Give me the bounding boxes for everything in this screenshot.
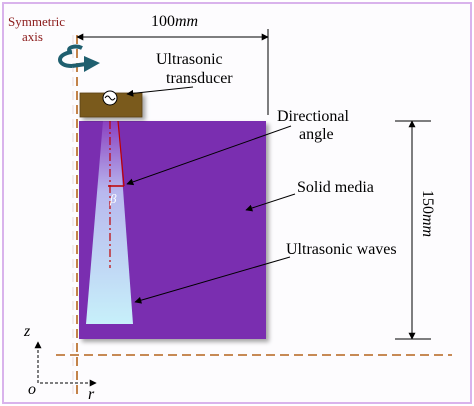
r-axis-label: r [88,386,95,403]
transducer-pointer [126,86,194,97]
origin-label: o [28,381,36,398]
rotation-arrow-back [58,50,73,68]
z-axis-label: z [23,323,31,340]
directional-angle-label-2: angle [299,126,334,143]
width-dimension-label: 100mm [151,13,198,30]
solid-media-label: Solid media [297,179,374,196]
height-dimension-label: 150mm [419,190,436,237]
directional-angle-label-1: Directional [277,108,350,125]
ultrasonic-waves-label: Ultrasonic waves [286,241,397,258]
sine-wave-icon [104,95,116,101]
transducer-label-2: transducer [166,70,233,87]
symmetric-axis-label-1: Symmetric [8,14,65,29]
angle-beta: β [109,191,117,206]
solid-media-pointer [245,193,296,212]
transducer-label-1: Ultrasonic [156,51,223,68]
cone-edge-line [117,120,125,187]
directional-angle-pointer [126,125,292,186]
rotation-arrow-head [84,56,100,72]
symmetric-axis-label-2: axis [22,29,43,44]
ultrasonic-waves-pointer [134,256,291,304]
